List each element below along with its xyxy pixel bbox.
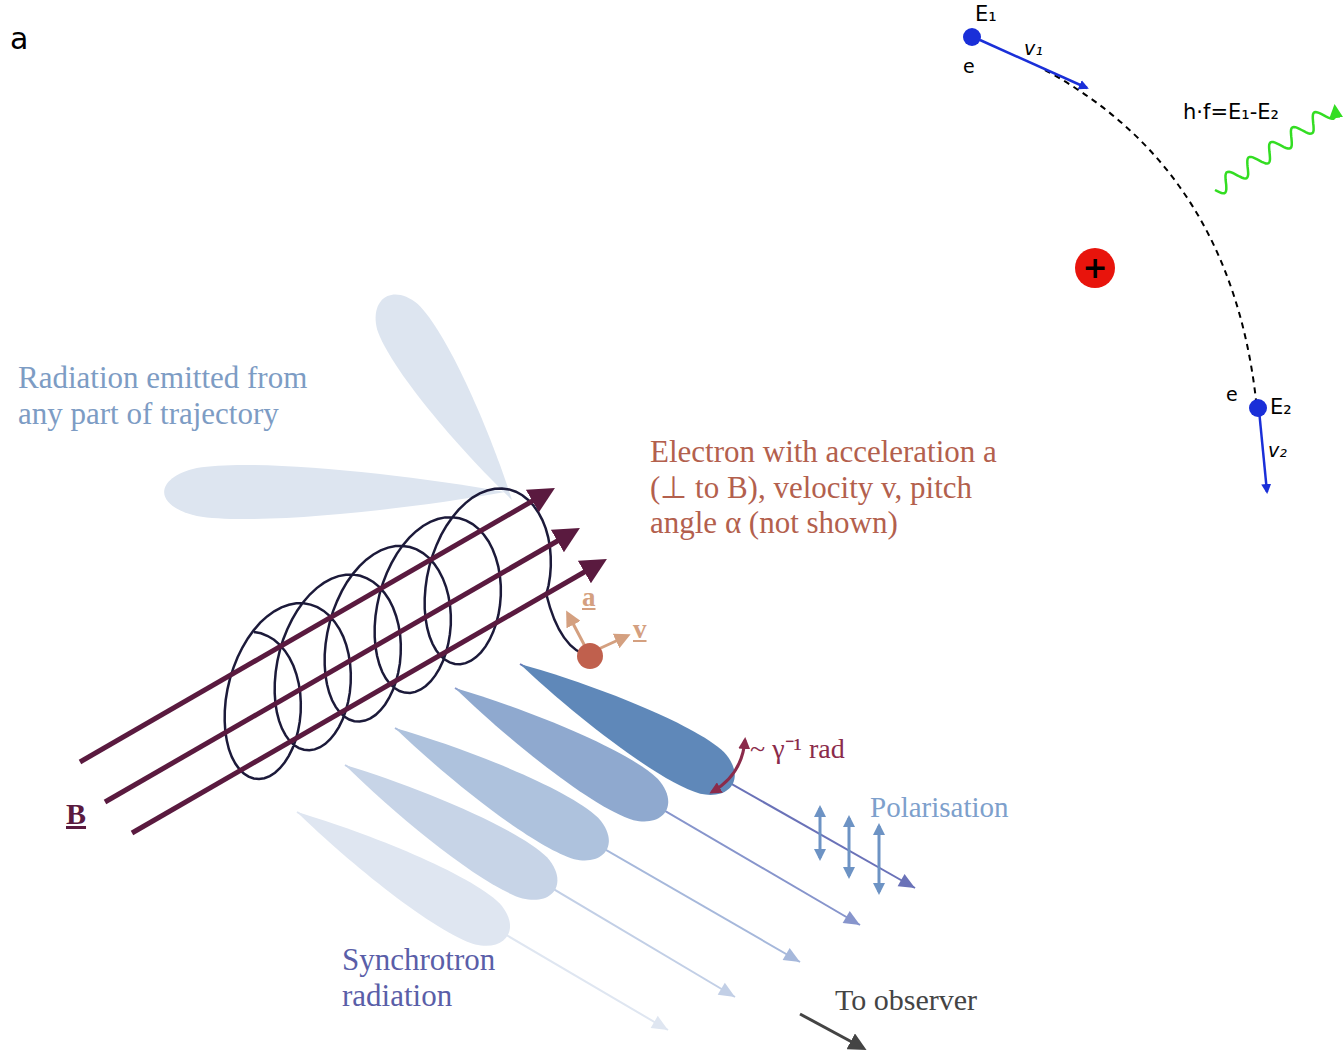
photon-energy-label: h·f=E₁-E₂	[1183, 100, 1279, 124]
charge-sign: +	[1082, 253, 1107, 283]
ray-head	[783, 948, 800, 962]
annotation: To observer	[835, 983, 977, 1018]
angle-label: ~ γ⁻¹ rad	[750, 733, 845, 765]
ray-head	[718, 983, 735, 997]
nucleus-circle: +	[1075, 248, 1115, 288]
particle-label: e	[963, 56, 975, 78]
panel-letter: a	[10, 22, 28, 57]
field-lines	[80, 492, 600, 833]
ray-head	[898, 874, 915, 888]
ray-head	[843, 911, 860, 925]
electron	[568, 614, 627, 669]
particle-label: e	[1226, 384, 1238, 406]
energy-label: E₁	[975, 2, 997, 26]
velocity-label: v₁	[1024, 38, 1043, 60]
field-label: B	[66, 797, 86, 832]
helix-path	[225, 489, 590, 780]
vector-label: a	[582, 582, 596, 613]
angle-arrow	[712, 740, 745, 792]
radiation-lobe	[164, 465, 505, 519]
velocity-label: v₂	[1268, 440, 1287, 462]
annotation: Radiation emitted from any part of traje…	[18, 360, 353, 431]
annotation: Polarisation	[870, 791, 1009, 824]
vector-label: v	[633, 614, 647, 645]
bremsstrahlung	[963, 28, 1335, 492]
helix-trajectory	[225, 489, 590, 780]
annotation: Electron with acceleration a (⊥ to B), v…	[650, 434, 1035, 541]
radiation-lobe	[507, 640, 746, 808]
energy-label: E₂	[1270, 395, 1292, 419]
annotation: Synchrotron radiation	[342, 942, 542, 1013]
ray-head	[651, 1016, 668, 1030]
observer-arrow	[800, 1014, 863, 1048]
